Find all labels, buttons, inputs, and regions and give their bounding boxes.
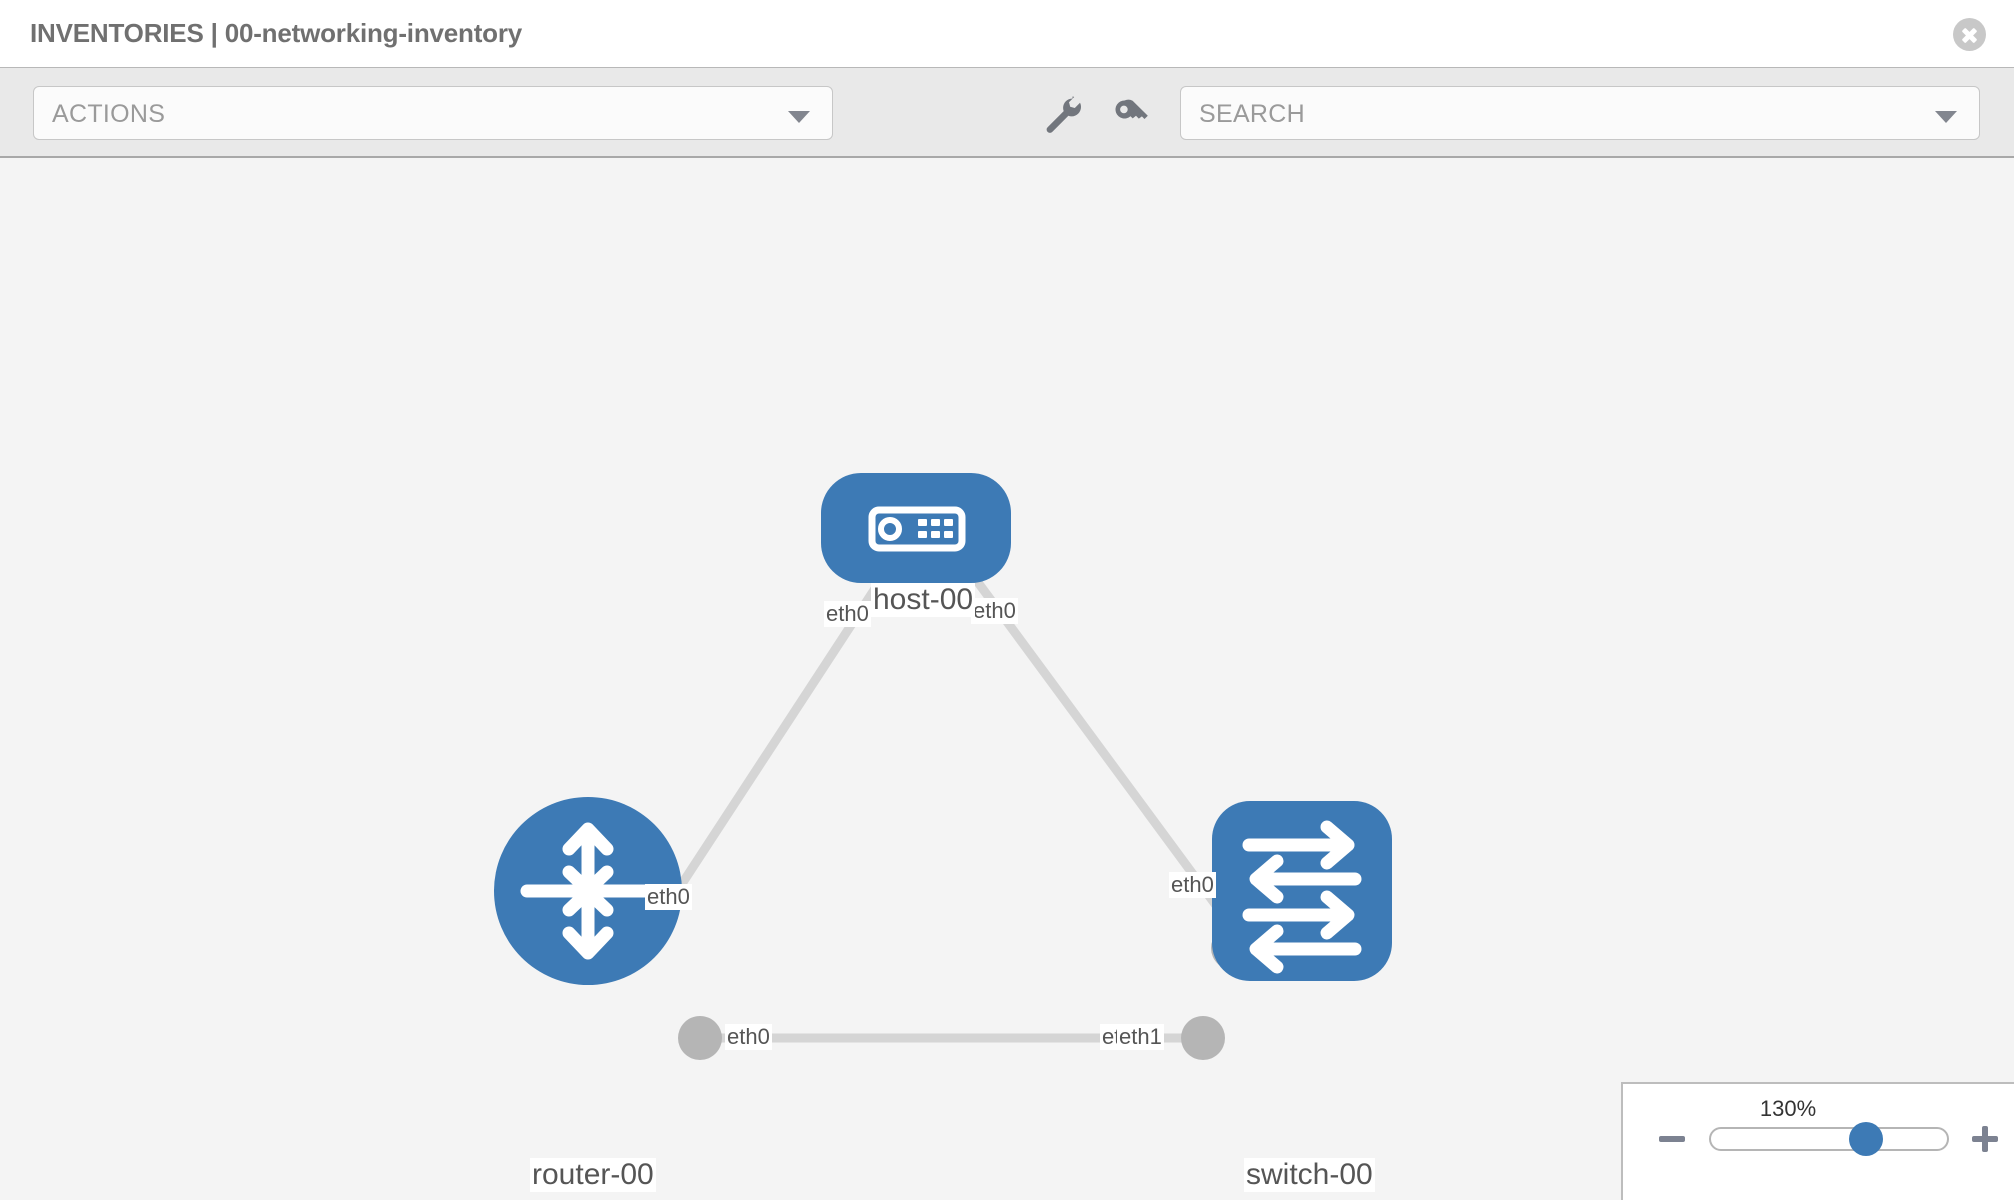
close-icon[interactable] bbox=[1953, 18, 1986, 51]
wrench-icon[interactable] bbox=[1042, 94, 1084, 136]
actions-dropdown-label: ACTIONS bbox=[52, 100, 166, 128]
nub-router-east bbox=[678, 1016, 722, 1060]
server-icon bbox=[868, 506, 966, 552]
iface-label: eth0 bbox=[971, 598, 1018, 624]
iface-label: eth0 bbox=[824, 601, 871, 627]
page-header: INVENTORIES | 00-networking-inventory bbox=[0, 0, 2014, 68]
zoom-level-value: 130% bbox=[1759, 1096, 1817, 1121]
chevron-down-icon bbox=[788, 111, 810, 123]
zoom-slider-track[interactable] bbox=[1709, 1127, 1949, 1151]
nub-switch-west bbox=[1181, 1016, 1225, 1060]
node-label-switch-00: switch-00 bbox=[1244, 1158, 1375, 1192]
node-router-00 bbox=[494, 797, 682, 985]
node-host-00 bbox=[821, 473, 1011, 583]
page-title: INVENTORIES | 00-networking-inventory bbox=[30, 18, 523, 48]
switch-arrows-icon bbox=[1242, 820, 1362, 974]
zoom-slider-thumb[interactable] bbox=[1849, 1122, 1884, 1156]
search-placeholder: SEARCH bbox=[1199, 100, 1305, 128]
chevron-down-icon bbox=[1935, 111, 1957, 123]
node-switch-00 bbox=[1212, 801, 1392, 981]
router-arrows-icon bbox=[520, 822, 656, 960]
iface-label: eth1 bbox=[1117, 1024, 1164, 1050]
topology-canvas[interactable]: eth0 eth0 eth0 eth0 eth0 eth eth1 host-0… bbox=[0, 158, 2014, 1200]
iface-label: eth0 bbox=[1169, 872, 1216, 898]
iface-label: eth0 bbox=[645, 884, 692, 910]
zoom-control-panel: 130% bbox=[1621, 1082, 2014, 1200]
search-input[interactable]: SEARCH bbox=[1180, 86, 1980, 140]
actions-dropdown[interactable]: ACTIONS bbox=[33, 86, 833, 140]
node-label-router-00: router-00 bbox=[530, 1158, 656, 1192]
node-label-host-00: host-00 bbox=[871, 583, 976, 617]
iface-label: eth0 bbox=[725, 1024, 772, 1050]
plus-icon[interactable] bbox=[1972, 1126, 1998, 1152]
minus-icon[interactable] bbox=[1659, 1136, 1685, 1142]
topology-graph bbox=[494, 473, 1392, 1060]
key-icon[interactable] bbox=[1110, 94, 1152, 136]
